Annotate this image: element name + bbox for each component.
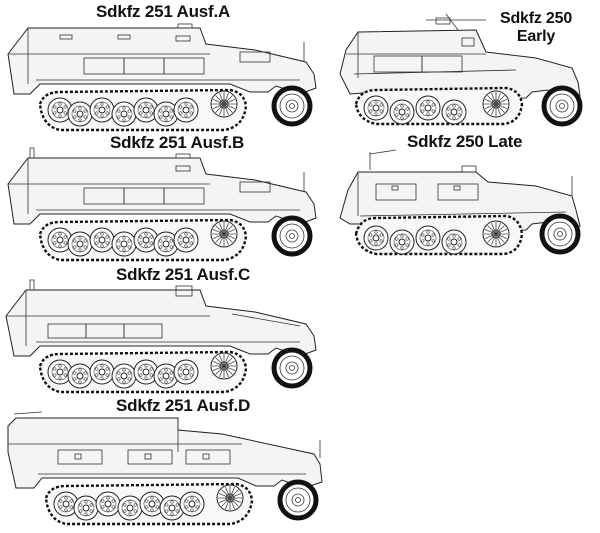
label-sdkfz-251-ausf-d: Sdkfz 251 Ausf.D [116, 396, 251, 415]
halftrack-drawing [339, 13, 598, 122]
label-sdkfz-251-ausf-a: Sdkfz 251 Ausf.A [96, 2, 231, 21]
label-sdkfz-250-early: Sdkfz 250 Early [500, 10, 572, 46]
vehicle-sdkfz-251-ausf-a [0, 22, 330, 135]
label-line-1: Sdkfz 250 [500, 10, 573, 27]
label-sdkfz-251-ausf-c: Sdkfz 251 Ausf.C [116, 265, 251, 284]
halftrack-drawing [7, 147, 317, 260]
vehicle-sdkfz-251-ausf-b [0, 147, 330, 265]
halftrack-drawing [7, 411, 323, 524]
label-sdkfz-251-ausf-b: Sdkfz 251 Ausf.B [110, 133, 245, 152]
vehicle-sdkfz-250-late [336, 146, 598, 263]
halftrack-drawing [7, 23, 317, 130]
vehicle-sdkfz-251-ausf-d [2, 411, 336, 529]
label-line-2: Early [516, 28, 556, 45]
label-sdkfz-250-late: Sdkfz 250 Late [407, 132, 523, 151]
vehicle-sdkfz-250-early [336, 10, 598, 127]
vehicle-sdkfz-251-ausf-c [0, 279, 330, 397]
halftrack-drawing [339, 149, 581, 256]
halftrack-drawing [5, 279, 317, 392]
